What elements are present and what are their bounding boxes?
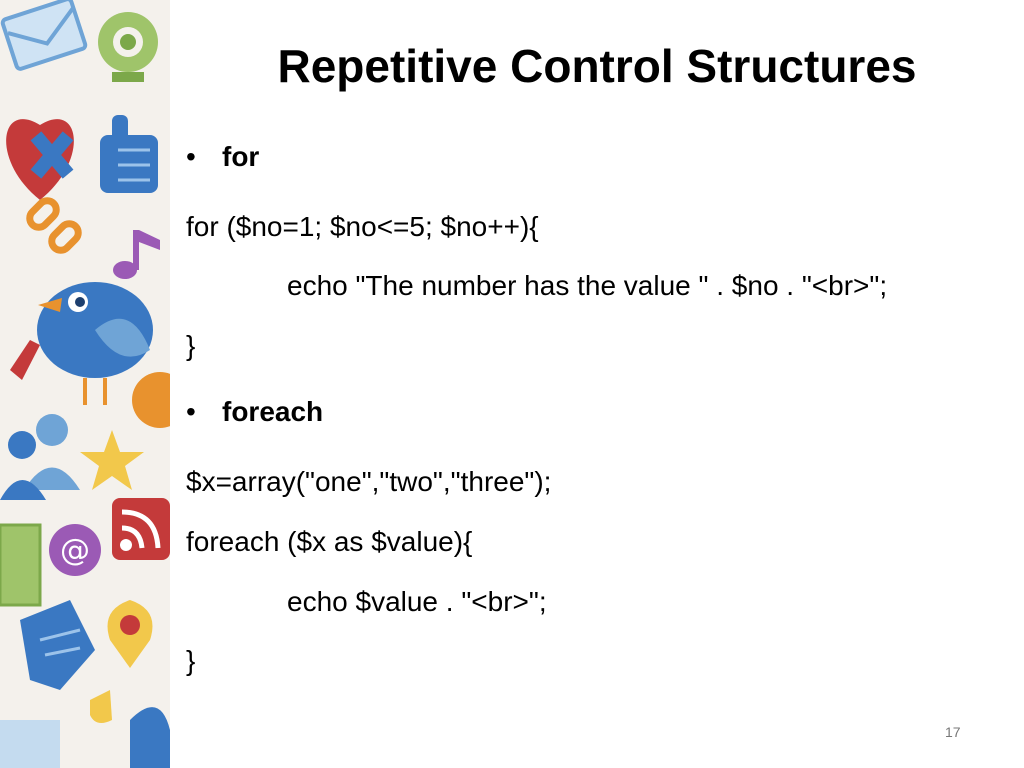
bullet-heading-foreach: foreach [222,396,324,427]
document-icon [0,523,42,607]
coin-icon [132,372,170,428]
chain-link-icon [26,197,82,254]
code-line: $x=array("one","two","three"); [186,466,552,497]
envelope-icon [0,0,88,71]
bird-icon [37,282,153,405]
code-line: echo "The number has the value " . $no .… [287,270,888,301]
heart-icon [6,119,74,200]
star-icon [80,430,144,490]
slide-title: Repetitive Control Structures [277,40,917,92]
webcam-icon [98,12,158,82]
social-icons-collage: @ [0,0,170,768]
bullet-dot: • [186,141,196,172]
location-pin-icon [107,600,153,668]
svg-text:@: @ [60,533,90,568]
document-icon [0,720,60,768]
hand-icon [20,600,95,690]
thumbs-up-icon [100,115,158,193]
code-line: foreach ($x as $value){ [186,526,473,557]
decorative-sidebar: @ [0,0,170,768]
bird-icon [130,707,170,768]
rss-icon [112,498,170,560]
code-line: } [186,330,196,361]
bullet-dot: • [186,396,196,427]
music-note-icon [113,230,160,279]
code-line: } [186,645,196,676]
music-note-icon [10,340,40,380]
page-number: 17 [945,724,961,740]
at-sign-icon: @ [49,524,101,576]
bullet-heading-for: for [222,141,260,172]
users-icon [0,414,80,500]
music-note-icon [90,690,112,724]
code-line: echo $value . "<br>"; [287,586,547,617]
code-line: for ($no=1; $no<=5; $no++){ [186,211,539,242]
